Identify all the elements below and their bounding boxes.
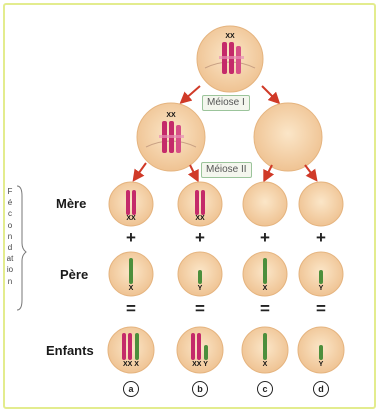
chrom-label-child-c: X	[253, 361, 277, 368]
column-label-d: d	[313, 381, 329, 397]
chrom-label-child-d: Y	[309, 361, 333, 368]
equals-d: =	[311, 299, 331, 319]
equals-a: =	[121, 299, 141, 319]
arrow-m2-a	[136, 163, 146, 177]
chrom-label-child-b: XX Y	[188, 361, 212, 368]
chrom-label-mother-a: XX	[119, 215, 143, 222]
mother-gamete-c	[243, 182, 287, 226]
chrom-label-child-a: XX X	[119, 361, 143, 368]
plus-d: +	[311, 228, 331, 248]
equals-b: =	[190, 299, 210, 319]
chrom-label-father-c: X	[253, 285, 277, 292]
mother-gamete-d	[299, 182, 343, 226]
fecondation-label: Fécondation	[6, 186, 14, 287]
row-label-children: Enfants	[46, 343, 94, 358]
column-label-b: b	[192, 381, 208, 397]
row-label-mother: Mère	[56, 196, 86, 211]
chrom-label-mother-b: XX	[188, 215, 212, 222]
fecondation-bracket	[17, 186, 26, 310]
meiose2-label: Méiose II	[201, 162, 252, 178]
column-label-a: a	[123, 381, 139, 397]
meiose1-cell-right	[254, 103, 322, 171]
arrow-m2-d	[305, 165, 314, 177]
chrom-label-top: XX	[218, 33, 242, 40]
chrom-label-father-b: Y	[188, 285, 212, 292]
chrom-label-father-a: X	[119, 285, 143, 292]
row-label-father: Père	[60, 267, 88, 282]
meiose1-label: Méiose I	[202, 95, 250, 111]
equals-c: =	[255, 299, 275, 319]
plus-c: +	[255, 228, 275, 248]
arrow-m2-c	[266, 165, 272, 177]
arrow-m2-b	[190, 165, 196, 177]
chrom-label-m1: XX	[159, 112, 183, 119]
arrow-m1-left	[184, 86, 200, 100]
plus-b: +	[190, 228, 210, 248]
chrom-label-father-d: Y	[309, 285, 333, 292]
plus-a: +	[121, 228, 141, 248]
column-label-c: c	[257, 381, 273, 397]
arrow-m1-right	[262, 86, 276, 100]
